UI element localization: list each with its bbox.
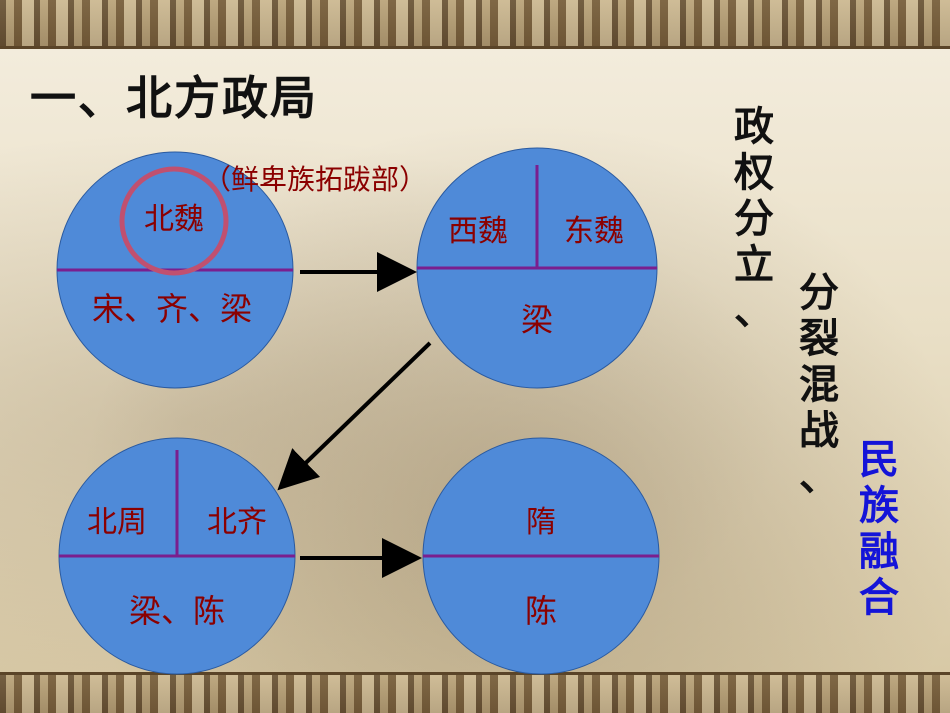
- side-char: 合: [859, 575, 899, 621]
- side-char: 分: [734, 196, 774, 242]
- circle3-top-right-label: 北齐: [207, 505, 267, 540]
- circle-west-east-wei: 西魏 东魏 梁: [416, 147, 658, 389]
- circle1-top-label: 北魏: [144, 202, 204, 237]
- circle4-top-label: 隋: [526, 505, 556, 540]
- side-char: 裂: [799, 316, 839, 362]
- side-text-column-2: 分 裂 混 战 、: [799, 270, 839, 500]
- circle4-bottom-label: 陈: [525, 592, 557, 630]
- side-char: 权: [734, 150, 774, 196]
- circle3-bottom-label: 梁、陈: [129, 592, 225, 630]
- arrow-circle2-to-circle3: [277, 341, 432, 491]
- side-char: 政: [734, 104, 774, 150]
- circle3-top-left-label: 北周: [87, 505, 147, 540]
- circle-northern-wei: 北魏 宋、齐、梁: [56, 151, 294, 389]
- side-text-column-3: 民 族 融 合: [859, 437, 899, 621]
- circle-north-zhou-qi: 北周 北齐 梁、陈: [58, 437, 296, 675]
- circle1-bottom-label: 宋、齐、梁: [92, 290, 252, 328]
- side-char: 、: [734, 288, 774, 334]
- side-char: 混: [799, 362, 839, 408]
- circle-sui-chen: 隋 陈: [422, 437, 660, 675]
- circle2-top-left-label: 西魏: [448, 214, 508, 249]
- side-char: 分: [799, 270, 839, 316]
- side-char: 融: [859, 529, 899, 575]
- xianbei-note: （鲜卑族拓跋部）: [203, 163, 428, 196]
- side-char: 立: [734, 242, 774, 288]
- circle2-top-right-label: 东魏: [564, 214, 624, 249]
- decorative-frame-bottom: [0, 672, 950, 713]
- slide-title: 一、北方政局: [30, 71, 318, 125]
- side-char: 战: [799, 408, 839, 454]
- circle2-bottom-label: 梁: [521, 301, 553, 339]
- side-char: 族: [859, 483, 899, 529]
- side-text-column-1: 政 权 分 立 、: [734, 104, 774, 334]
- side-char: 、: [799, 454, 839, 500]
- side-char: 民: [859, 437, 899, 483]
- decorative-frame-top: [0, 0, 950, 49]
- highlight-ring: [119, 166, 229, 276]
